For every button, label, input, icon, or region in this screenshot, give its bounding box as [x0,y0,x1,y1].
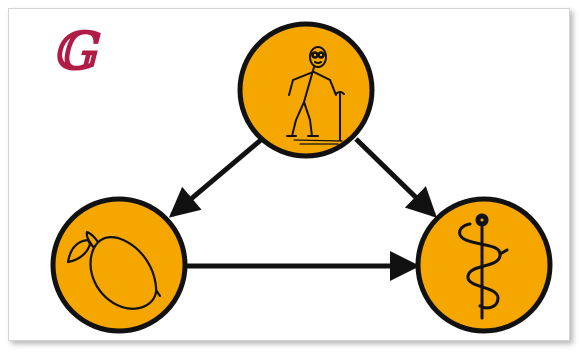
node-medicine [415,196,553,334]
caduceus-icon [458,213,509,320]
edge-person-to-lemon [168,137,264,218]
lemon-icon [66,230,162,310]
node-elderly-person [237,21,375,159]
graph-symbol: 𝔾 [52,21,97,82]
node-lemon [50,196,188,334]
edge-person-to-medicine [354,137,437,218]
elderly-person-icon [286,46,345,145]
